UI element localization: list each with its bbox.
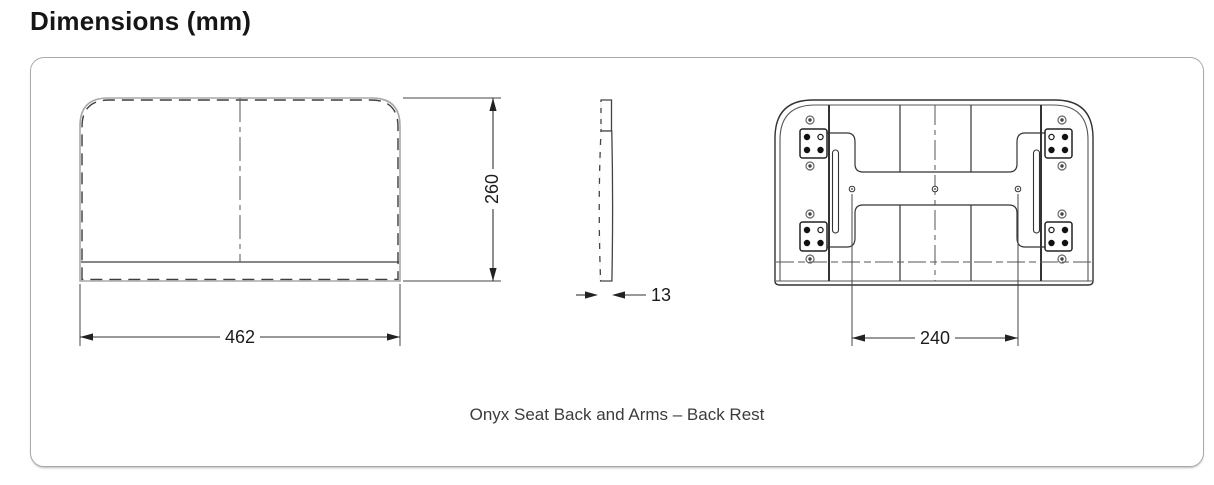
- dimensions-panel: 462 260 13 240 Onyx Seat Back and Arms –…: [30, 57, 1204, 467]
- drawing-caption: Onyx Seat Back and Arms – Back Rest: [469, 405, 765, 424]
- dim-label-mount-spacing: 240: [914, 328, 956, 349]
- back-inner-outline: [779, 104, 1089, 281]
- arrow-left-icon: [852, 334, 865, 342]
- bracket-slot-right: [1032, 149, 1041, 234]
- dim-label-width: 462: [219, 327, 261, 348]
- back-outer-outline: [774, 99, 1094, 286]
- side-top-section: [600, 99, 613, 132]
- fixing-holes: [848, 185, 1022, 193]
- thickness-dimension: [576, 291, 648, 299]
- mounting-plate: [1044, 128, 1073, 159]
- mounting-plate: [799, 128, 828, 159]
- front-outline-hidden-edge: [81, 99, 399, 281]
- arrow-right-icon: [585, 291, 598, 299]
- side-body: [598, 130, 614, 282]
- screw-washers: [805, 115, 1067, 264]
- arrow-right-icon: [387, 333, 400, 341]
- dim-label-height: 260: [482, 168, 503, 210]
- back-view-drawing: [774, 99, 1094, 286]
- page-title: Dimensions (mm): [30, 6, 252, 36]
- arrow-up-icon: [489, 98, 497, 111]
- side-hidden-edge: [598, 131, 602, 281]
- arrow-left-icon: [612, 291, 625, 299]
- dim-label-thickness: 13: [645, 285, 677, 306]
- arrow-right-icon: [1005, 334, 1018, 342]
- arrow-left-icon: [80, 333, 93, 341]
- mounting-plate: [799, 221, 828, 252]
- plate-bolts: [803, 133, 1069, 247]
- mounting-plate: [1044, 221, 1073, 252]
- side-view-drawing: [598, 99, 614, 282]
- arrow-down-icon: [489, 268, 497, 281]
- front-view-drawing: [79, 97, 401, 282]
- mount-plate-cutout-top: [827, 132, 1045, 173]
- bracket-slot-left: [831, 149, 840, 234]
